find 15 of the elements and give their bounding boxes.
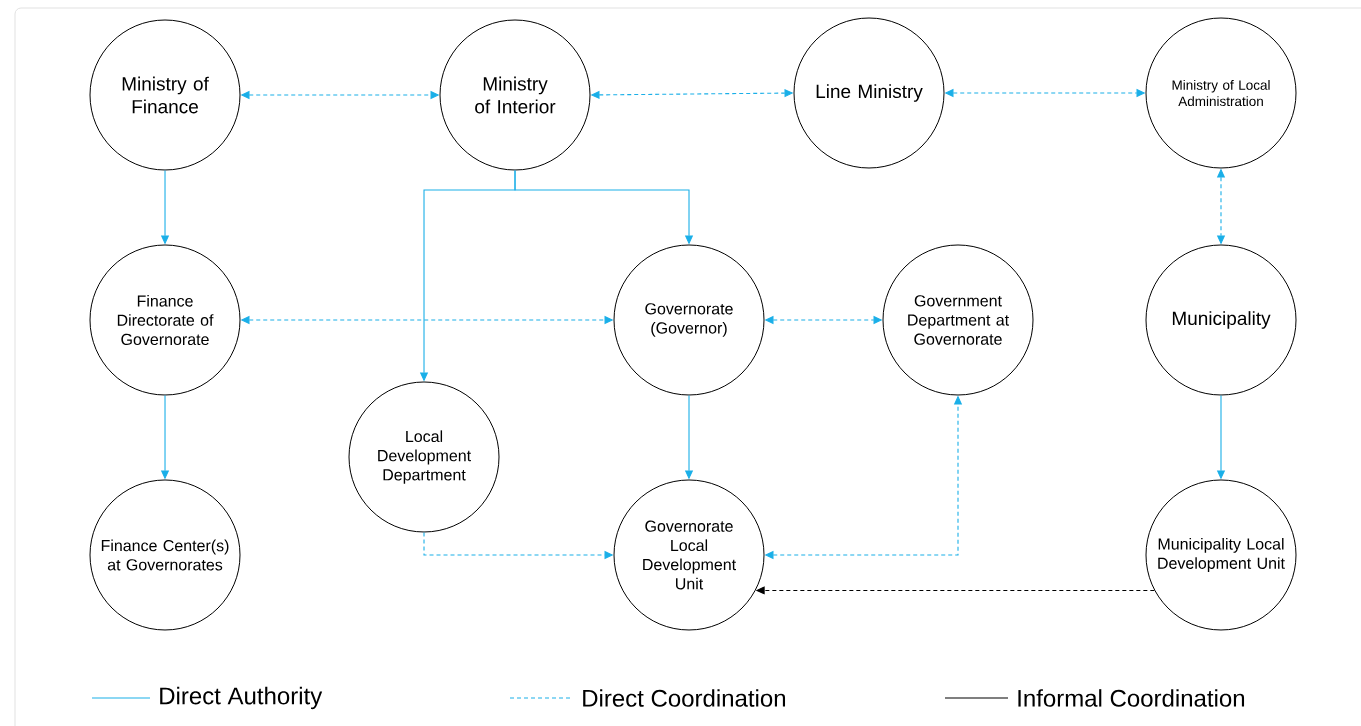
- legend-label: Informal Coordination: [1018, 689, 1245, 707]
- circle-node: Government Department at Governorate: [882, 244, 1034, 396]
- legend-label: Direct Authority: [160, 686, 323, 710]
- circle-node: Ministry of Finance: [89, 19, 241, 171]
- circle-node: Municipality: [1145, 244, 1297, 396]
- circle-node: Finance Directorate of Governorate: [89, 244, 241, 396]
- circle-node: Local Development Department: [348, 381, 500, 533]
- circle-node: Governorate Local Development Unit: [613, 479, 765, 631]
- circle-node: Ministry of Local Administration: [1145, 17, 1297, 169]
- circle-node: Finance Center(s) at Governorates: [89, 479, 241, 631]
- circle-node: Governorate (Governor): [613, 244, 765, 396]
- circle-node: Ministry of Interior: [439, 19, 591, 171]
- legend-label: Direct Coordination: [583, 689, 785, 707]
- circle-node: Line Ministry: [793, 17, 945, 169]
- circle-node: Municipality Local Development Unit: [1145, 479, 1297, 631]
